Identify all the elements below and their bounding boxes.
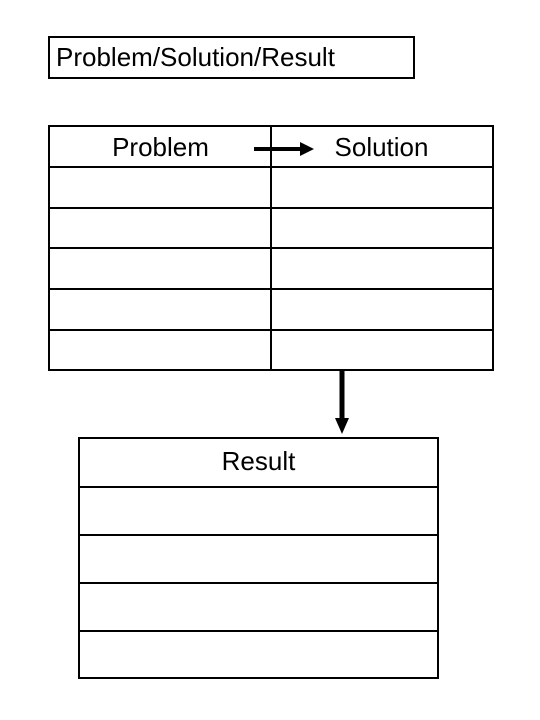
solution-cell[interactable] <box>272 168 492 207</box>
solution-cell[interactable] <box>272 209 492 247</box>
result-row[interactable] <box>80 488 437 536</box>
result-row[interactable] <box>80 584 437 632</box>
result-row[interactable] <box>80 632 437 677</box>
result-row[interactable] <box>80 536 437 584</box>
problem-cell[interactable] <box>50 168 270 207</box>
diagram-title: Problem/Solution/Result <box>48 36 415 79</box>
problem-cell[interactable] <box>50 209 270 247</box>
result-table: Result <box>78 437 439 679</box>
problem-header: Problem <box>112 132 209 162</box>
solution-cell[interactable] <box>272 290 492 329</box>
solution-cell[interactable] <box>272 331 492 369</box>
problem-cell[interactable] <box>50 331 270 369</box>
right-arrow-icon <box>254 142 314 156</box>
column-divider <box>270 127 272 369</box>
problem-solution-table: Problem Solution <box>48 125 494 371</box>
problem-cell[interactable] <box>50 249 270 288</box>
result-header-row: Result <box>80 439 437 488</box>
problem-cell[interactable] <box>50 290 270 329</box>
down-arrow-icon <box>335 370 349 434</box>
result-header: Result <box>221 446 296 476</box>
solution-cell[interactable] <box>272 249 492 288</box>
solution-header: Solution <box>334 132 429 162</box>
